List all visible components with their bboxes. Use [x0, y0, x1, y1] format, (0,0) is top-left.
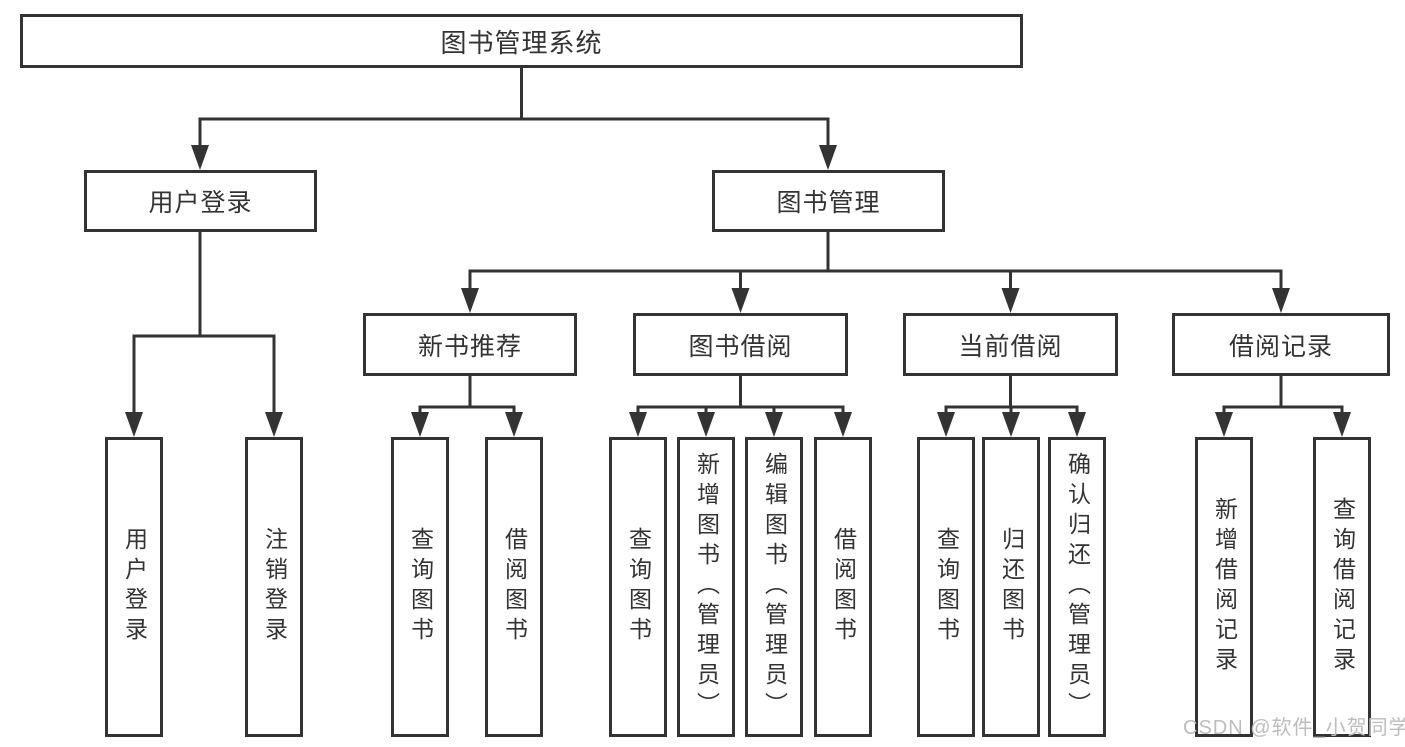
- node-book-management-label: 图书管理: [776, 189, 881, 217]
- leaf-add-book-admin-label: 新增图书（管理员）: [693, 452, 720, 722]
- leaf-confirm-return-admin: 确认归还（管理员）: [1048, 437, 1106, 737]
- connector-new-book-branch: [418, 376, 516, 414]
- leaf-add-borrow-record: 新增借阅记录: [1195, 437, 1253, 737]
- node-current-borrowing: 当前借阅: [903, 313, 1118, 376]
- leaf-borrow-book-2: 借阅图书: [814, 437, 872, 737]
- connector-borrow-record-branch: [1222, 376, 1344, 414]
- leaf-logout: 注销登录: [245, 437, 303, 737]
- leaf-return-book-label: 归还图书: [998, 527, 1025, 647]
- leaf-query-book-2-label: 查询图书: [625, 527, 652, 647]
- node-library-system: 图书管理系统: [20, 14, 1023, 68]
- leaf-add-book-admin: 新增图书（管理员）: [677, 437, 735, 737]
- leaf-return-book: 归还图书: [982, 437, 1040, 737]
- connector-book-mgmt-branch: [468, 232, 1283, 290]
- leaf-borrow-book-2-label: 借阅图书: [830, 527, 857, 647]
- leaf-query-book-3-label: 查询图书: [933, 527, 960, 647]
- node-library-system-label: 图书管理系统: [440, 27, 603, 58]
- node-new-book-recommend: 新书推荐: [363, 313, 577, 376]
- leaf-query-book-1: 查询图书: [391, 437, 449, 737]
- leaf-user-login-label: 用户登录: [121, 527, 148, 647]
- node-user-login-label: 用户登录: [148, 189, 253, 217]
- arrowheads: [125, 145, 1351, 437]
- leaf-edit-book-admin-label: 编辑图书（管理员）: [761, 452, 788, 722]
- leaf-query-book-3: 查询图书: [917, 437, 975, 737]
- connector-book-borrow-branch: [636, 376, 845, 414]
- csdn-watermark: CSDN @软件_小贺同学: [1183, 717, 1405, 739]
- leaf-query-book-2: 查询图书: [609, 437, 667, 737]
- node-current-borrowing-label: 当前借阅: [958, 332, 1063, 361]
- leaf-edit-book-admin: 编辑图书（管理员）: [745, 437, 803, 737]
- leaf-logout-label: 注销登录: [261, 527, 288, 647]
- node-book-borrowing-label: 图书借阅: [688, 332, 793, 361]
- connector-root-branch: [198, 65, 830, 147]
- leaf-add-borrow-record-label: 新增借阅记录: [1211, 497, 1238, 677]
- leaf-query-book-1-label: 查询图书: [407, 527, 434, 647]
- node-book-management: 图书管理: [712, 170, 945, 232]
- connector-user-login-branch: [132, 232, 276, 414]
- leaf-borrow-book-1: 借阅图书: [485, 437, 543, 737]
- leaf-query-borrow-record-label: 查询借阅记录: [1329, 497, 1356, 677]
- node-borrowing-records: 借阅记录: [1172, 313, 1390, 376]
- leaf-query-borrow-record: 查询借阅记录: [1313, 437, 1371, 737]
- leaf-borrow-book-1-label: 借阅图书: [501, 527, 528, 647]
- leaf-confirm-return-admin-label: 确认归还（管理员）: [1064, 452, 1091, 722]
- node-user-login: 用户登录: [84, 170, 317, 232]
- node-borrowing-records-label: 借阅记录: [1228, 332, 1333, 361]
- connector-current-borrow-branch: [944, 376, 1079, 414]
- node-new-book-recommend-label: 新书推荐: [417, 332, 522, 361]
- node-book-borrowing: 图书借阅: [633, 313, 848, 376]
- leaf-user-login: 用户登录: [105, 437, 163, 737]
